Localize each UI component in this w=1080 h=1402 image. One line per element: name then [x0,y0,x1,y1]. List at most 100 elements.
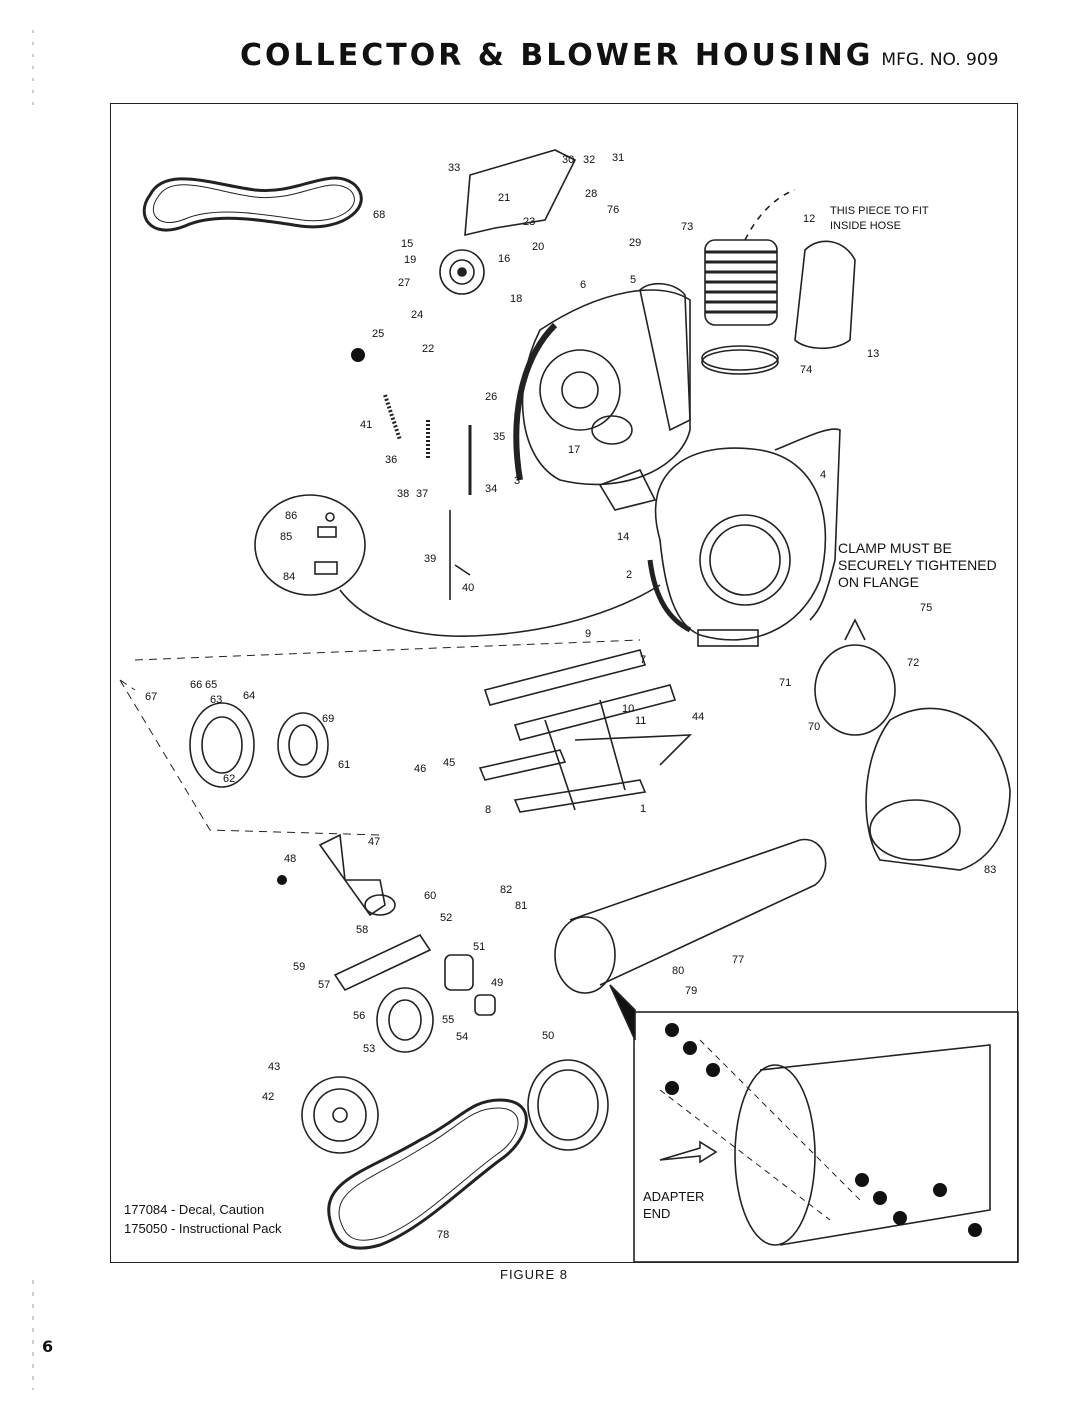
callout-55: 55 [442,1014,454,1026]
callout-83: 83 [984,864,996,876]
pulley-53 [376,987,434,1053]
callout-60: 60 [424,890,436,902]
callout-6: 6 [580,279,586,291]
callout-labels: 1 2 3 4 5 6 7 8 9 10 11 12 13 14 15 16 1… [145,152,996,1241]
parts-list-item: 175050 - Instructional Pack [124,1221,282,1236]
clamp-note: CLAMP MUST BE SECURELY TIGHTENED ON FLAN… [838,540,1038,591]
callout-56: 56 [353,1010,365,1022]
belt-68 [142,176,363,232]
callout-41: 41 [360,419,372,431]
callout-75: 75 [920,602,932,614]
callout-68: 68 [373,209,385,221]
callout-84: 84 [283,571,295,583]
callout-26: 26 [485,391,497,403]
adapter-tube [759,1044,991,1246]
callout-77: 77 [732,954,744,966]
pulley-64 [189,702,255,788]
callout-24: 24 [411,309,423,321]
adapter-note-line2: END [643,1206,671,1221]
callout-28: 28 [585,188,597,200]
callout-65: 65 [205,679,217,691]
callout-54: 54 [456,1031,468,1043]
callout-48: 48 [284,853,296,865]
callout-40: 40 [462,582,474,594]
bracket-33 [464,149,577,237]
callout-44: 44 [692,711,704,723]
callout-61: 61 [338,759,350,771]
callout-50: 50 [542,1030,554,1042]
pulley-69 [277,712,329,778]
clamp-note-line2: SECURELY TIGHTENED [838,557,997,573]
callout-35: 35 [493,431,505,443]
parts-list-item: 177084 - Decal, Caution [124,1202,265,1217]
pulley-42 [301,1076,379,1154]
callout-19: 19 [404,254,416,266]
callout-21: 21 [498,192,510,204]
callout-71: 71 [779,677,791,689]
page-number: 6 [42,1337,54,1356]
clamp-note-line3: ON FLANGE [838,574,919,590]
callout-73: 73 [681,221,693,233]
callout-16: 16 [498,253,510,265]
blower-housing-back [521,289,691,486]
hose-note: THIS PIECE TO FIT INSIDE HOSE [830,204,990,234]
callout-38: 38 [397,488,409,500]
callout-63: 63 [210,694,222,706]
callout-3: 3 [514,475,520,487]
callout-76: 76 [607,204,619,216]
callout-45: 45 [443,757,455,769]
callout-59: 59 [293,961,305,973]
callout-42: 42 [262,1091,274,1103]
callout-15: 15 [401,238,413,250]
callout-53: 53 [363,1043,375,1055]
callout-64: 64 [243,690,255,702]
callout-36: 36 [385,454,397,466]
callout-81: 81 [515,900,527,912]
figure-frame [110,103,1018,1263]
callout-10: 10 [622,703,634,715]
callout-82: 82 [500,884,512,896]
figure-caption: FIGURE 8 [500,1267,568,1282]
blower-housing-front [654,447,827,641]
hose-note-line1: THIS PIECE TO FIT [830,205,929,217]
clamp-note-line1: CLAMP MUST BE [838,540,952,556]
frame-1 [483,649,647,706]
clamp-74 [701,345,779,371]
callout-62: 62 [223,773,235,785]
callout-86: 86 [285,510,297,522]
callout-12: 12 [803,213,815,225]
belt-78 [327,1098,528,1250]
callout-78: 78 [437,1229,449,1241]
callout-14: 14 [617,531,629,543]
callout-74: 74 [800,364,812,376]
arm-47 [318,833,386,917]
callout-17: 17 [568,444,580,456]
callout-33: 33 [448,162,460,174]
hose-note-line2: INSIDE HOSE [830,220,901,232]
tube-77 [569,838,827,986]
callout-18: 18 [510,293,522,305]
callout-5: 5 [630,274,636,286]
callout-39: 39 [424,553,436,565]
callout-2: 2 [626,569,632,581]
callout-34: 34 [485,483,497,495]
callout-58: 58 [356,924,368,936]
callout-67: 67 [145,691,157,703]
spout-83 [865,707,1011,871]
callout-70: 70 [808,721,820,733]
pulley-50 [527,1059,609,1151]
hose-piece-12 [794,240,856,350]
callout-46: 46 [414,763,426,775]
callout-27: 27 [398,277,410,289]
callout-25: 25 [372,328,384,340]
callout-66: 66 [190,679,202,691]
callout-30: 30 [562,154,574,166]
callout-37: 37 [416,488,428,500]
callout-72: 72 [907,657,919,669]
callout-32: 32 [583,154,595,166]
adapter-inset-box [633,1011,1019,1263]
callout-43: 43 [268,1061,280,1073]
callout-1: 1 [640,803,646,815]
